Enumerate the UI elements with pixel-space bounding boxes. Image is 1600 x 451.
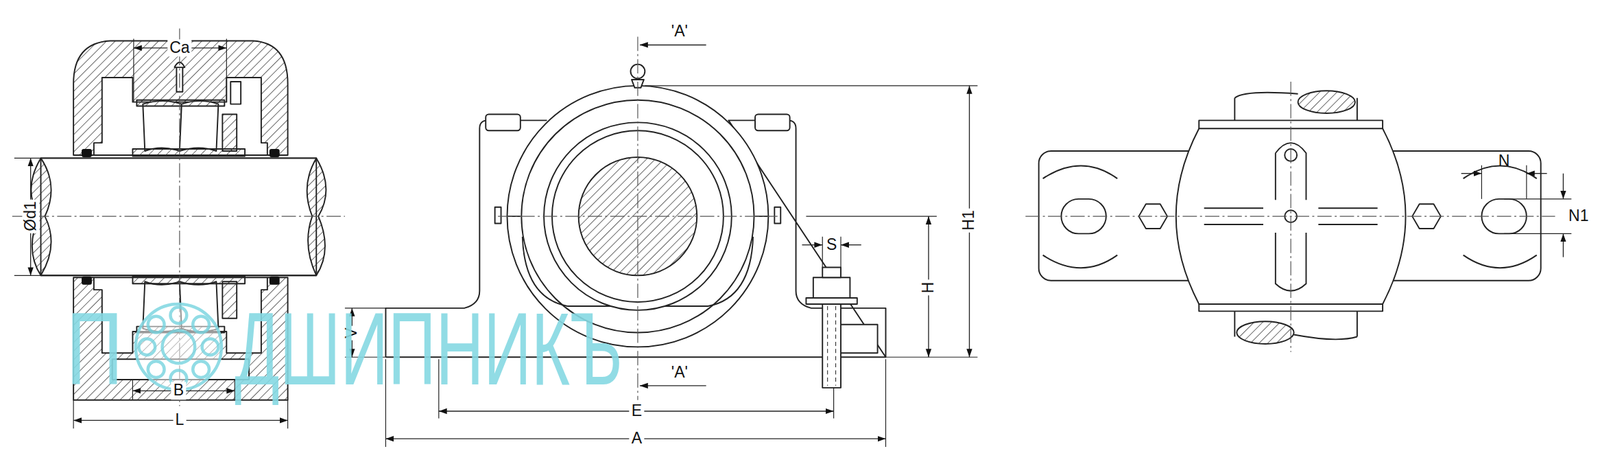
plug xyxy=(230,81,241,105)
view-label: 'A' xyxy=(669,22,690,40)
watermark-bearing-icon xyxy=(135,303,222,390)
dimension-label: A xyxy=(629,430,644,448)
view-label: N xyxy=(1496,152,1513,170)
dimension-label: L xyxy=(172,411,186,429)
dimension-label: E xyxy=(629,401,644,420)
cap-bolt xyxy=(485,113,521,131)
dowel xyxy=(774,207,781,224)
dowel xyxy=(495,207,502,224)
dimension-label: Ca xyxy=(167,39,192,57)
view-label: 'A' xyxy=(669,363,690,381)
housing-section-top xyxy=(73,40,288,155)
shaft-end xyxy=(1294,334,1358,340)
watermark-text: ДШИПНИКЪ xyxy=(234,296,623,400)
foot-bolt-shank xyxy=(822,301,841,388)
shaft-end xyxy=(1236,320,1294,344)
seal xyxy=(81,148,280,285)
dimension-label: B xyxy=(171,381,186,400)
foot-bolt-end xyxy=(822,266,841,278)
bearing-roller xyxy=(179,100,219,151)
foot-bolt-washer xyxy=(805,297,857,304)
bearing-roller xyxy=(142,100,182,151)
bearing-ring xyxy=(136,100,225,107)
dimension-label: Ød1 xyxy=(21,198,40,233)
foot-outline xyxy=(1043,165,1537,269)
shaft-end xyxy=(1234,92,1298,99)
lock-nut xyxy=(222,113,237,151)
view-label: N1 xyxy=(1566,207,1591,225)
lock-nut xyxy=(222,281,237,319)
dimension-label: H xyxy=(919,279,937,296)
dimension-label: S xyxy=(824,235,839,254)
watermark-text: П xyxy=(66,296,124,400)
cap-bolt xyxy=(755,113,791,131)
shaft-end xyxy=(1298,90,1356,114)
shaft xyxy=(41,157,317,276)
shaft-break xyxy=(307,157,327,276)
dimension-label: H1 xyxy=(960,207,978,232)
foot-bolt-nut xyxy=(813,277,851,298)
